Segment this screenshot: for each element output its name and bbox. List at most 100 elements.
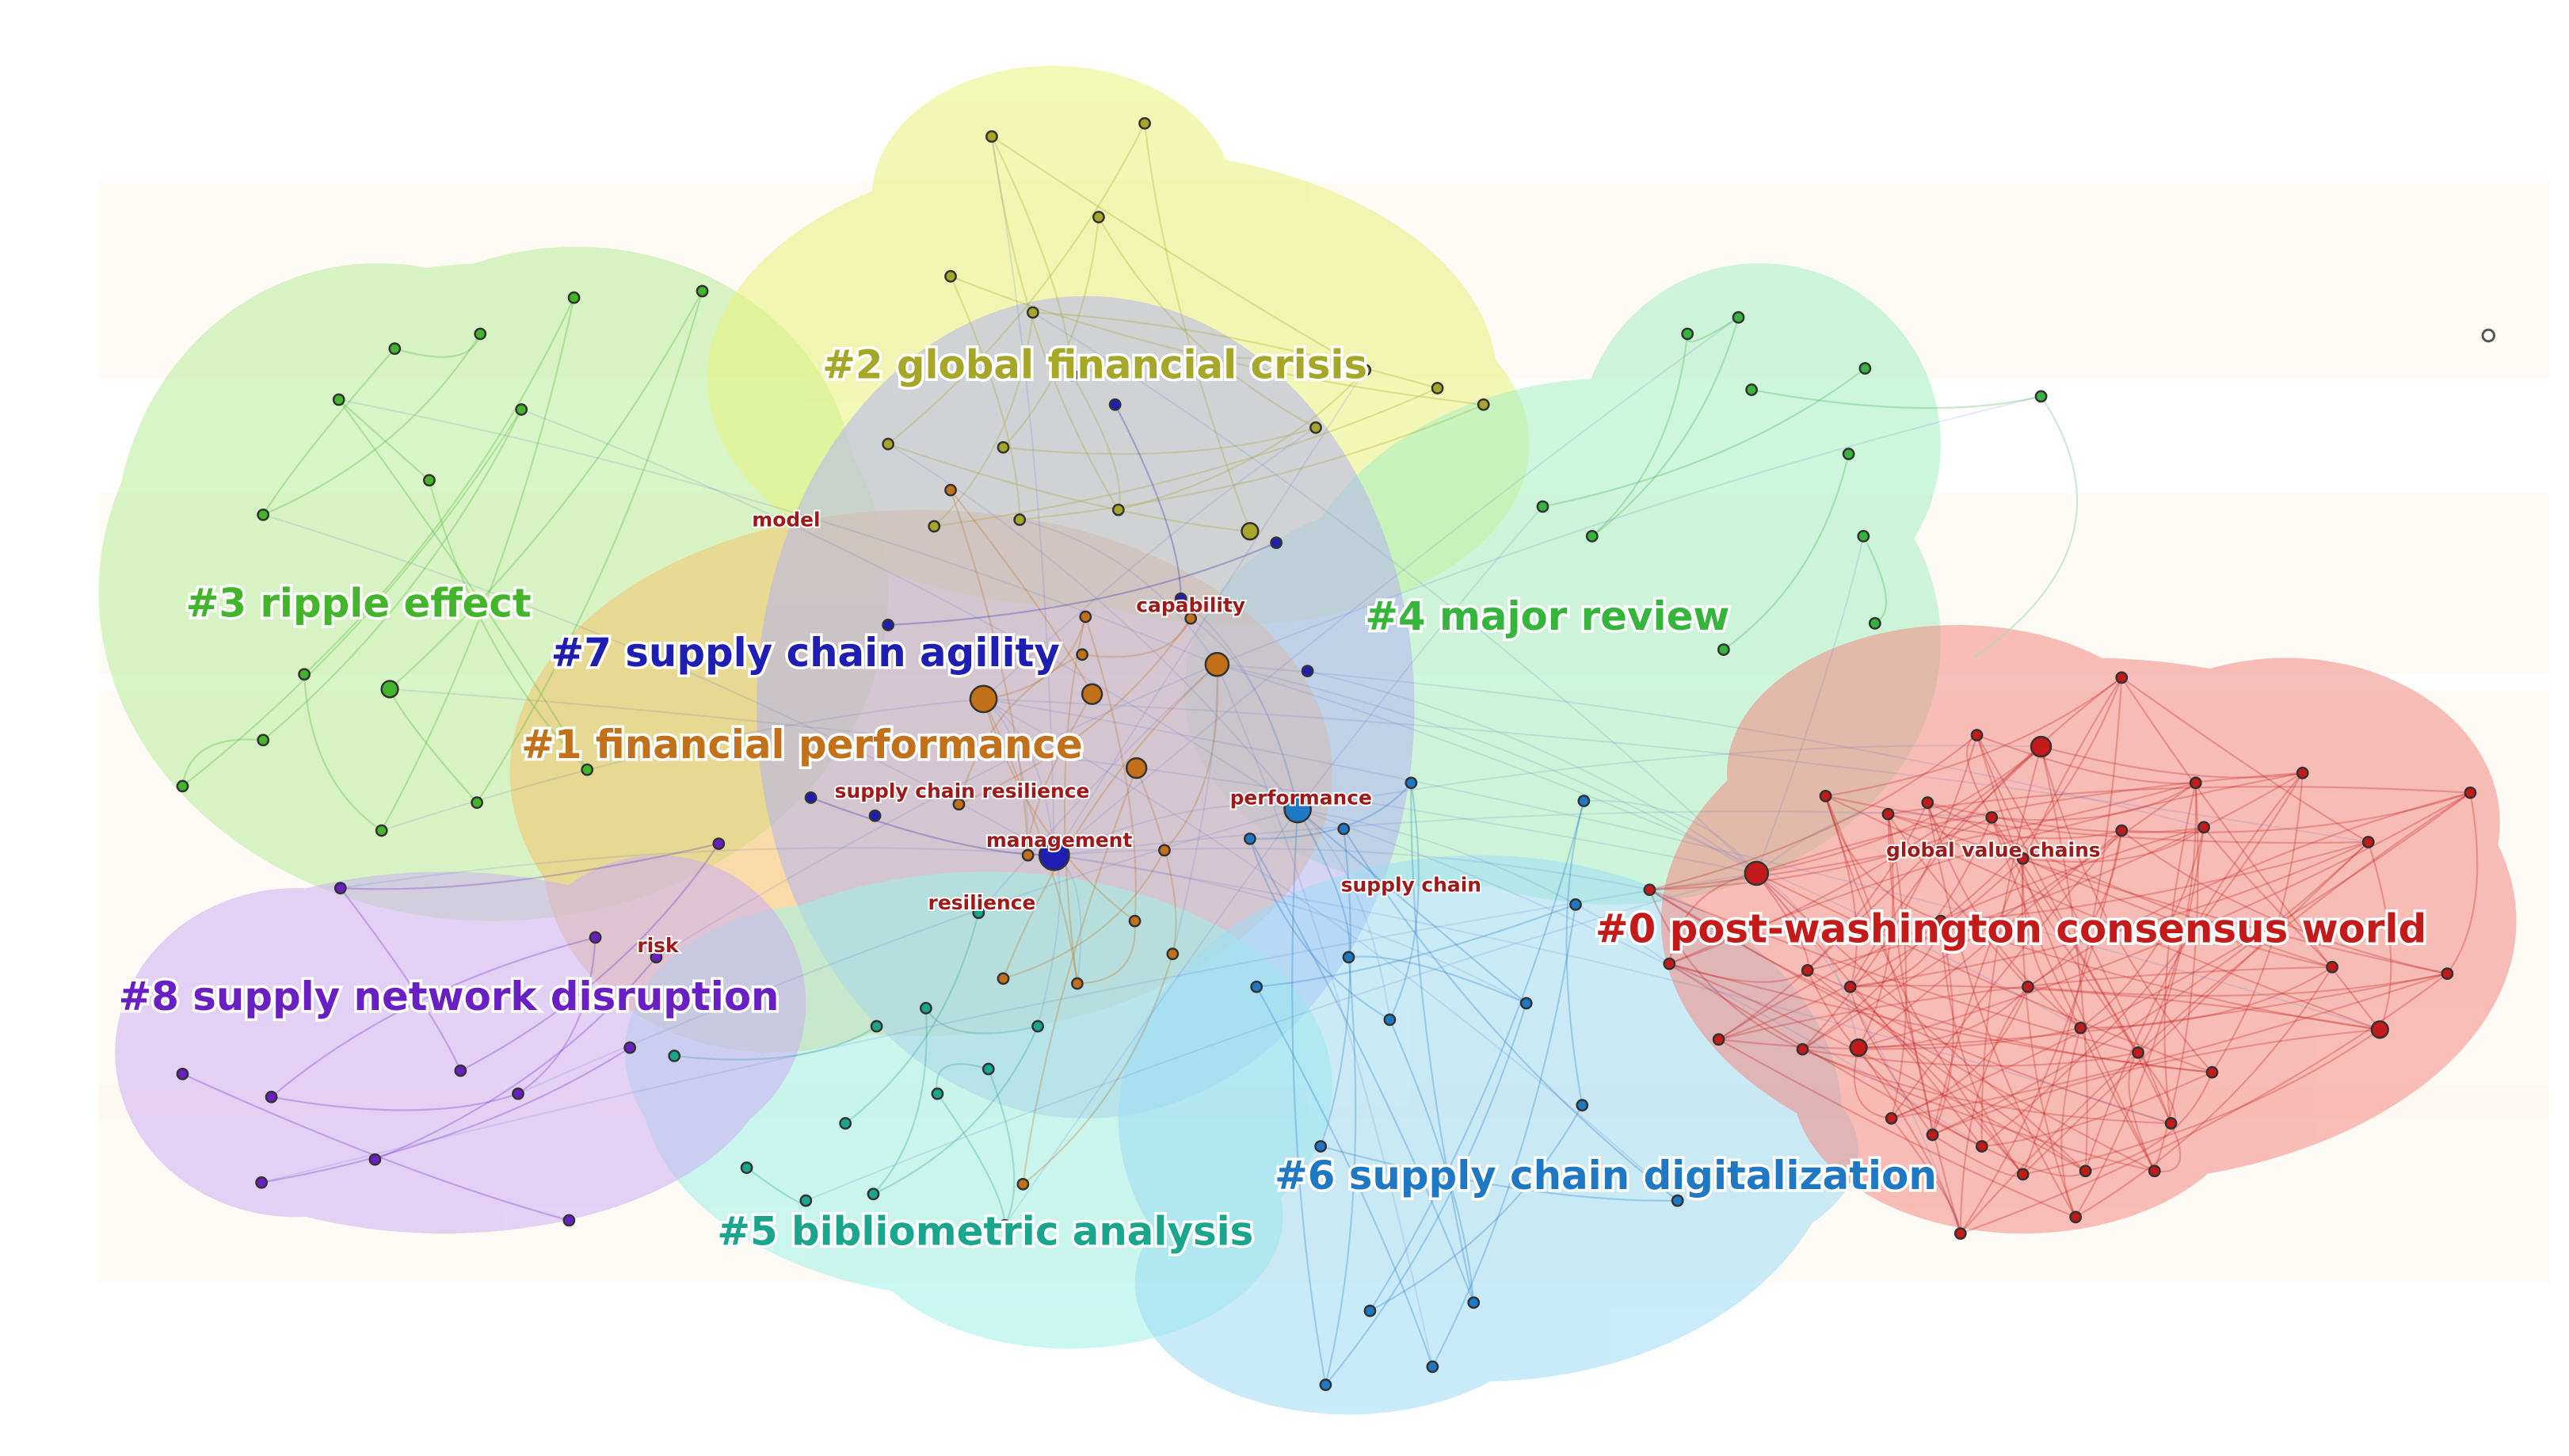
network-node[interactable] — [1426, 1360, 1439, 1374]
network-node[interactable] — [1241, 521, 1260, 541]
network-node[interactable] — [1337, 822, 1351, 836]
network-node[interactable] — [1108, 398, 1122, 411]
network-node[interactable] — [1467, 1296, 1481, 1309]
network-node[interactable] — [1013, 513, 1027, 526]
network-node[interactable] — [1985, 810, 1999, 824]
network-node[interactable] — [2296, 766, 2309, 779]
network-node[interactable] — [740, 1161, 753, 1174]
network-node[interactable] — [515, 403, 528, 416]
network-node[interactable] — [265, 1090, 278, 1103]
network-node[interactable] — [1111, 503, 1125, 516]
network-node[interactable] — [1819, 789, 1832, 802]
cluster-label-3[interactable]: #3 ripple effect — [183, 577, 534, 629]
network-node[interactable] — [1868, 616, 1881, 630]
network-node[interactable] — [1431, 382, 1444, 394]
network-node[interactable] — [1128, 914, 1142, 928]
network-node[interactable] — [581, 763, 594, 776]
network-node[interactable] — [2197, 821, 2210, 834]
network-node[interactable] — [2189, 776, 2202, 790]
network-node[interactable] — [799, 1194, 813, 1207]
network-node[interactable] — [969, 684, 998, 714]
network-node[interactable] — [1081, 683, 1103, 705]
network-node[interactable] — [997, 440, 1010, 454]
network-node[interactable] — [944, 483, 957, 497]
network-node[interactable] — [1363, 1304, 1377, 1317]
network-node[interactable] — [1858, 362, 1872, 375]
network-node[interactable] — [1204, 651, 1230, 677]
network-node[interactable] — [839, 1117, 852, 1130]
network-node[interactable] — [1184, 612, 1198, 625]
network-node[interactable] — [1926, 1128, 1939, 1142]
network-node[interactable] — [388, 342, 402, 356]
cluster-label-4[interactable]: #4 major review — [1363, 591, 1732, 642]
network-node[interactable] — [1671, 1194, 1684, 1207]
network-node[interactable] — [2022, 980, 2034, 993]
network-node[interactable] — [870, 1020, 883, 1033]
network-node[interactable] — [1881, 807, 1895, 821]
network-node[interactable] — [1270, 536, 1283, 550]
network-node[interactable] — [1857, 529, 1870, 543]
network-node[interactable] — [1250, 980, 1264, 993]
network-node[interactable] — [2079, 1164, 2092, 1178]
network-node[interactable] — [562, 1214, 576, 1227]
network-node[interactable] — [1849, 1038, 1868, 1058]
network-node[interactable] — [474, 327, 487, 341]
network-node[interactable] — [334, 882, 347, 895]
network-node[interactable] — [1681, 327, 1694, 341]
cluster-label-2[interactable]: #2 global financial crisis — [820, 339, 1370, 391]
network-node[interactable] — [1717, 643, 1730, 656]
cluster-label-6[interactable]: #6 supply chain digitalization — [1272, 1150, 1940, 1202]
network-node[interactable] — [2464, 786, 2477, 799]
network-node[interactable] — [2205, 1065, 2219, 1079]
network-node[interactable] — [1643, 883, 1656, 897]
network-node[interactable] — [1314, 1140, 1328, 1153]
network-node[interactable] — [257, 734, 270, 747]
network-node[interactable] — [1569, 898, 1582, 911]
network-node[interactable] — [176, 779, 189, 793]
network-node[interactable] — [1174, 592, 1187, 605]
network-node[interactable] — [1383, 1013, 1397, 1027]
network-node[interactable] — [2016, 852, 2030, 865]
network-node[interactable] — [1031, 1020, 1044, 1033]
network-node[interactable] — [1026, 306, 1039, 319]
network-node[interactable] — [1021, 848, 1035, 862]
network-node[interactable] — [1796, 1042, 1809, 1056]
cluster-label-1[interactable]: #1 financial performance — [519, 719, 1086, 771]
network-node[interactable] — [2370, 1020, 2389, 1039]
network-node[interactable] — [1138, 116, 1151, 130]
network-node[interactable] — [1843, 980, 1857, 993]
network-node[interactable] — [422, 474, 436, 487]
network-node[interactable] — [928, 520, 941, 533]
network-node[interactable] — [176, 1067, 189, 1081]
network-node[interactable] — [952, 798, 966, 811]
network-node[interactable] — [882, 619, 895, 631]
isolated-node[interactable] — [2481, 328, 2496, 343]
cluster-label-0[interactable]: #0 post-washington consensus world — [1592, 903, 2429, 955]
network-node[interactable] — [1975, 1140, 1988, 1153]
network-node[interactable] — [2326, 960, 2338, 974]
network-node[interactable] — [2148, 1164, 2161, 1178]
network-node[interactable] — [972, 906, 985, 920]
network-node[interactable] — [1745, 383, 1759, 396]
network-node[interactable] — [454, 1064, 467, 1077]
network-node[interactable] — [1885, 1111, 1898, 1125]
network-node[interactable] — [981, 1062, 995, 1076]
network-node[interactable] — [567, 291, 581, 304]
network-node[interactable] — [2034, 390, 2048, 403]
network-node[interactable] — [1309, 421, 1322, 434]
network-node[interactable] — [1283, 795, 1312, 824]
network-node[interactable] — [471, 796, 483, 810]
network-node[interactable] — [2074, 1021, 2087, 1035]
network-node[interactable] — [804, 791, 818, 804]
network-node[interactable] — [2164, 1117, 2178, 1130]
network-node[interactable] — [1038, 839, 1070, 871]
network-node[interactable] — [589, 931, 602, 944]
network-node[interactable] — [255, 1176, 269, 1189]
network-node[interactable] — [1712, 1033, 1725, 1046]
network-node[interactable] — [380, 680, 399, 699]
network-node[interactable] — [1953, 1227, 1967, 1241]
network-node[interactable] — [1016, 1177, 1030, 1191]
network-node[interactable] — [298, 668, 311, 681]
network-node[interactable] — [1405, 776, 1418, 790]
network-node[interactable] — [1319, 1378, 1332, 1392]
